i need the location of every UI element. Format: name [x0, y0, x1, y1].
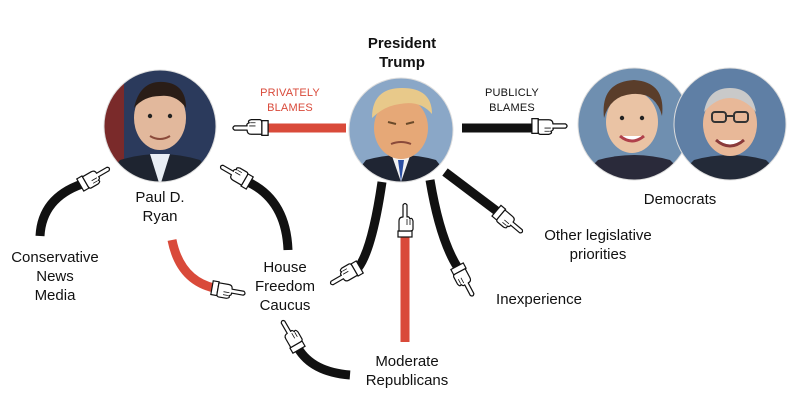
pointing-hand-icon — [449, 262, 480, 301]
arm-ryan-to-caucus — [167, 238, 216, 293]
node-label-ryan: Paul D. Ryan — [135, 189, 185, 225]
portrait-schumer — [674, 68, 786, 180]
portrait-ryan — [104, 70, 216, 182]
node-label-democrats: Democrats — [643, 191, 717, 208]
node-label-freedom-caucus: House Freedom Caucus — [254, 259, 316, 314]
arm-freedom-caucus — [354, 181, 387, 271]
pointing-hand-icon — [531, 118, 568, 136]
pointing-hand-icon — [275, 316, 307, 354]
pointing-hand-icon — [232, 118, 269, 136]
pointing-hand-icon — [397, 202, 414, 238]
arm-inexperience — [425, 179, 462, 271]
portrait-pelosi — [578, 68, 690, 180]
node-label-inexperience: Inexperience — [496, 291, 582, 308]
arm-conservative-media — [35, 179, 84, 237]
node-label-moderate-republicans: Moderate Republicans — [365, 353, 449, 389]
node-label-trump: President Trump — [367, 35, 437, 71]
pointing-hand-icon — [216, 158, 255, 190]
arm-caucus-to-moderates — [294, 345, 351, 380]
pointing-hand-icon — [76, 161, 114, 193]
edge-label-publicly-blames: PUBLICLY BLAMES — [485, 87, 539, 114]
arm-caucus-to-ryan — [245, 177, 293, 251]
edge-label-privately-blames: PRIVATELY BLAMES — [260, 87, 320, 114]
node-label-conservative-media: Conservative News Media — [11, 249, 99, 304]
pointing-hand-icon — [326, 259, 364, 291]
connectors — [35, 118, 568, 380]
portrait-trump — [349, 78, 453, 182]
node-label-other-priorities: Other legislative priorities — [544, 227, 652, 263]
arm-other-priorities — [442, 168, 501, 216]
pointing-hand-icon — [490, 204, 528, 239]
